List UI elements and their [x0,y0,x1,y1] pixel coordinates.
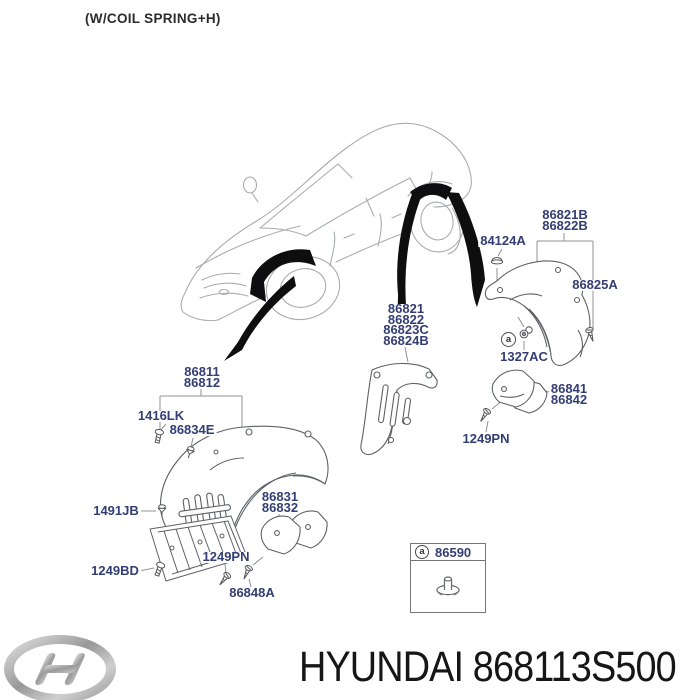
front-arch-shading [250,249,316,302]
rear-left-arrow [391,194,420,334]
car-line-art [180,122,472,322]
screw-icon [239,563,254,582]
ref-box-body [411,561,485,611]
marker-a-circle: a [501,332,516,347]
grommet-icon [490,257,504,265]
screw-icon [476,406,493,424]
front-arrow [224,276,296,361]
front-mudguard-drawing [260,510,328,555]
rear-mudguard-drawing [491,369,548,414]
part-label-84124A: 84124A [478,233,528,248]
ref-part-number: 86590 [435,544,472,560]
marker-a-letter: a [505,333,512,345]
part-label-86825A: 86825A [570,277,620,292]
part-label-1491JB: 1491JB [91,503,141,518]
part-label-86848A: 86848A [227,585,277,600]
part-label-1249PN-bottom: 1249PN [200,549,252,564]
hyundai-logo-icon [4,635,116,700]
ref-marker-a-circle: a [415,545,429,559]
variant-note: (W/COIL SPRING+H) [85,11,221,26]
rear-liner-drawing [360,362,438,456]
footer-part-number: HYUNDAI 868113S500 [299,643,677,692]
nut-icon [519,329,529,339]
footer-number: 868113S500 [472,643,677,691]
ref-box-86590: a 86590 [410,543,486,613]
right-liner-drawing [484,260,591,366]
part-label-1416LK: 1416LK [135,408,187,423]
bolt-icon [152,428,165,445]
part-label-1249BD: 1249BD [89,563,141,578]
rear-arch-shading [410,183,452,202]
part-label-86834E: 86834E [167,422,217,437]
push-clip-icon [436,576,460,596]
ref-marker-a-letter: a [419,546,425,558]
part-label-1327AC: 1327AC [498,349,550,364]
part-label-1249PN-right: 1249PN [460,431,512,446]
ref-box-header: a 86590 [411,544,485,561]
rear-right-arrow [446,192,485,307]
footer-brand: HYUNDAI [299,643,464,691]
